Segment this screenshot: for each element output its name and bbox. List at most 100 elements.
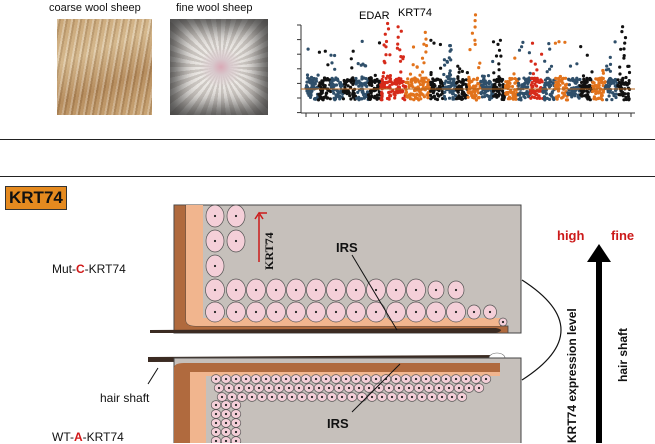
manhattan-point [529,83,533,87]
irs-cell-nucleus [224,403,228,407]
manhattan-point [562,93,566,97]
manhattan-point [517,83,521,88]
manhattan-point [411,45,416,49]
irs-cell-nucleus [307,386,311,390]
manhattan-point [572,89,576,93]
manhattan-point [601,71,605,75]
manhattan-point [477,66,481,70]
manhattan-point [377,90,381,94]
manhattan-point [368,80,372,85]
manhattan-point [329,80,333,84]
manhattan-point [581,74,586,78]
manhattan-point [424,44,429,48]
irs-cell-nucleus [260,395,264,399]
manhattan-point [530,91,535,95]
manhattan-point [599,91,603,96]
irs-cell-nucleus [234,403,238,407]
manhattan-point [426,83,430,87]
manhattan-point [395,81,399,85]
manhattan-point [501,77,505,82]
manhattan-point [543,85,547,89]
manhattan-point [619,47,623,51]
manhattan-point [509,91,513,95]
manhattan-point [449,77,453,81]
manhattan-point [619,93,623,97]
manhattan-point [384,76,388,80]
manhattan-point [512,72,516,76]
manhattan-point [397,85,401,89]
irs-cell-nucleus [234,239,238,243]
manhattan-point [592,81,596,85]
irs-cell-nucleus [240,395,244,399]
irs-cell-nucleus [214,439,218,443]
irs-cell-nucleus [237,386,241,390]
hair-shaft-arrow-shaft [596,258,602,443]
manhattan-point [442,72,446,77]
manhattan-point [608,55,612,60]
manhattan-point [383,61,387,65]
mut-allele: C [76,262,85,276]
manhattan-point [332,91,336,95]
wt-allele: A [74,430,83,444]
manhattan-point [373,73,377,77]
manhattan-point [421,82,425,86]
irs-cell-nucleus [277,386,281,390]
manhattan-point [556,95,560,99]
manhattan-point [401,96,405,100]
manhattan-point [532,79,536,83]
irs-cell-nucleus [400,395,404,399]
manhattan-point [468,48,472,52]
manhattan-peak-point [384,39,389,44]
expression-axis-label: KRT74 expression level [565,308,579,443]
manhattan-point [433,78,437,82]
manhattan-point [373,80,377,84]
manhattan-point [618,85,622,89]
manhattan-point [388,74,392,78]
manhattan-point [316,98,321,102]
manhattan-point [380,95,384,99]
manhattan-point [324,92,328,96]
irs-cell-nucleus [274,310,278,314]
irs-cell-nucleus [447,386,451,390]
manhattan-point [594,97,598,101]
manhattan-point [442,94,446,99]
irs-cell-nucleus [334,310,338,314]
manhattan-point [580,86,584,90]
manhattan-point [435,77,439,81]
manhattan-point [459,95,463,99]
irs-cell-nucleus [374,310,378,314]
manhattan-point [529,96,533,100]
manhattan-peak-point [497,48,502,52]
irs-cell-nucleus [460,395,464,399]
manhattan-point [429,72,433,77]
manhattan-point [608,77,612,81]
manhattan-point [514,92,518,96]
manhattan-point [569,78,573,82]
manhattan-point [585,76,589,80]
manhattan-point [305,80,309,84]
manhattan-point [467,77,471,81]
manhattan-point [485,93,489,97]
manhattan-point [473,93,477,97]
manhattan-point [513,56,517,60]
irs-cell [220,436,232,443]
manhattan-point [491,40,496,44]
manhattan-peak-point [386,27,391,31]
manhattan-point [517,48,522,52]
manhattan-peak-point [497,68,501,72]
irs-cell [210,436,222,443]
manhattan-point [438,42,442,47]
irs-cell-nucleus [234,412,238,416]
irs-cell-nucleus [374,377,378,381]
manhattan-point [440,80,444,84]
manhattan-point [588,98,592,102]
manhattan-point [418,89,422,93]
irs-cell-nucleus [244,377,248,381]
manhattan-point [424,76,428,80]
manhattan-point [626,92,630,96]
manhattan-point [480,83,484,87]
irs-cell-nucleus [347,386,351,390]
manhattan-point [588,78,592,82]
manhattan-point [586,90,590,94]
irs-cell-nucleus [280,395,284,399]
